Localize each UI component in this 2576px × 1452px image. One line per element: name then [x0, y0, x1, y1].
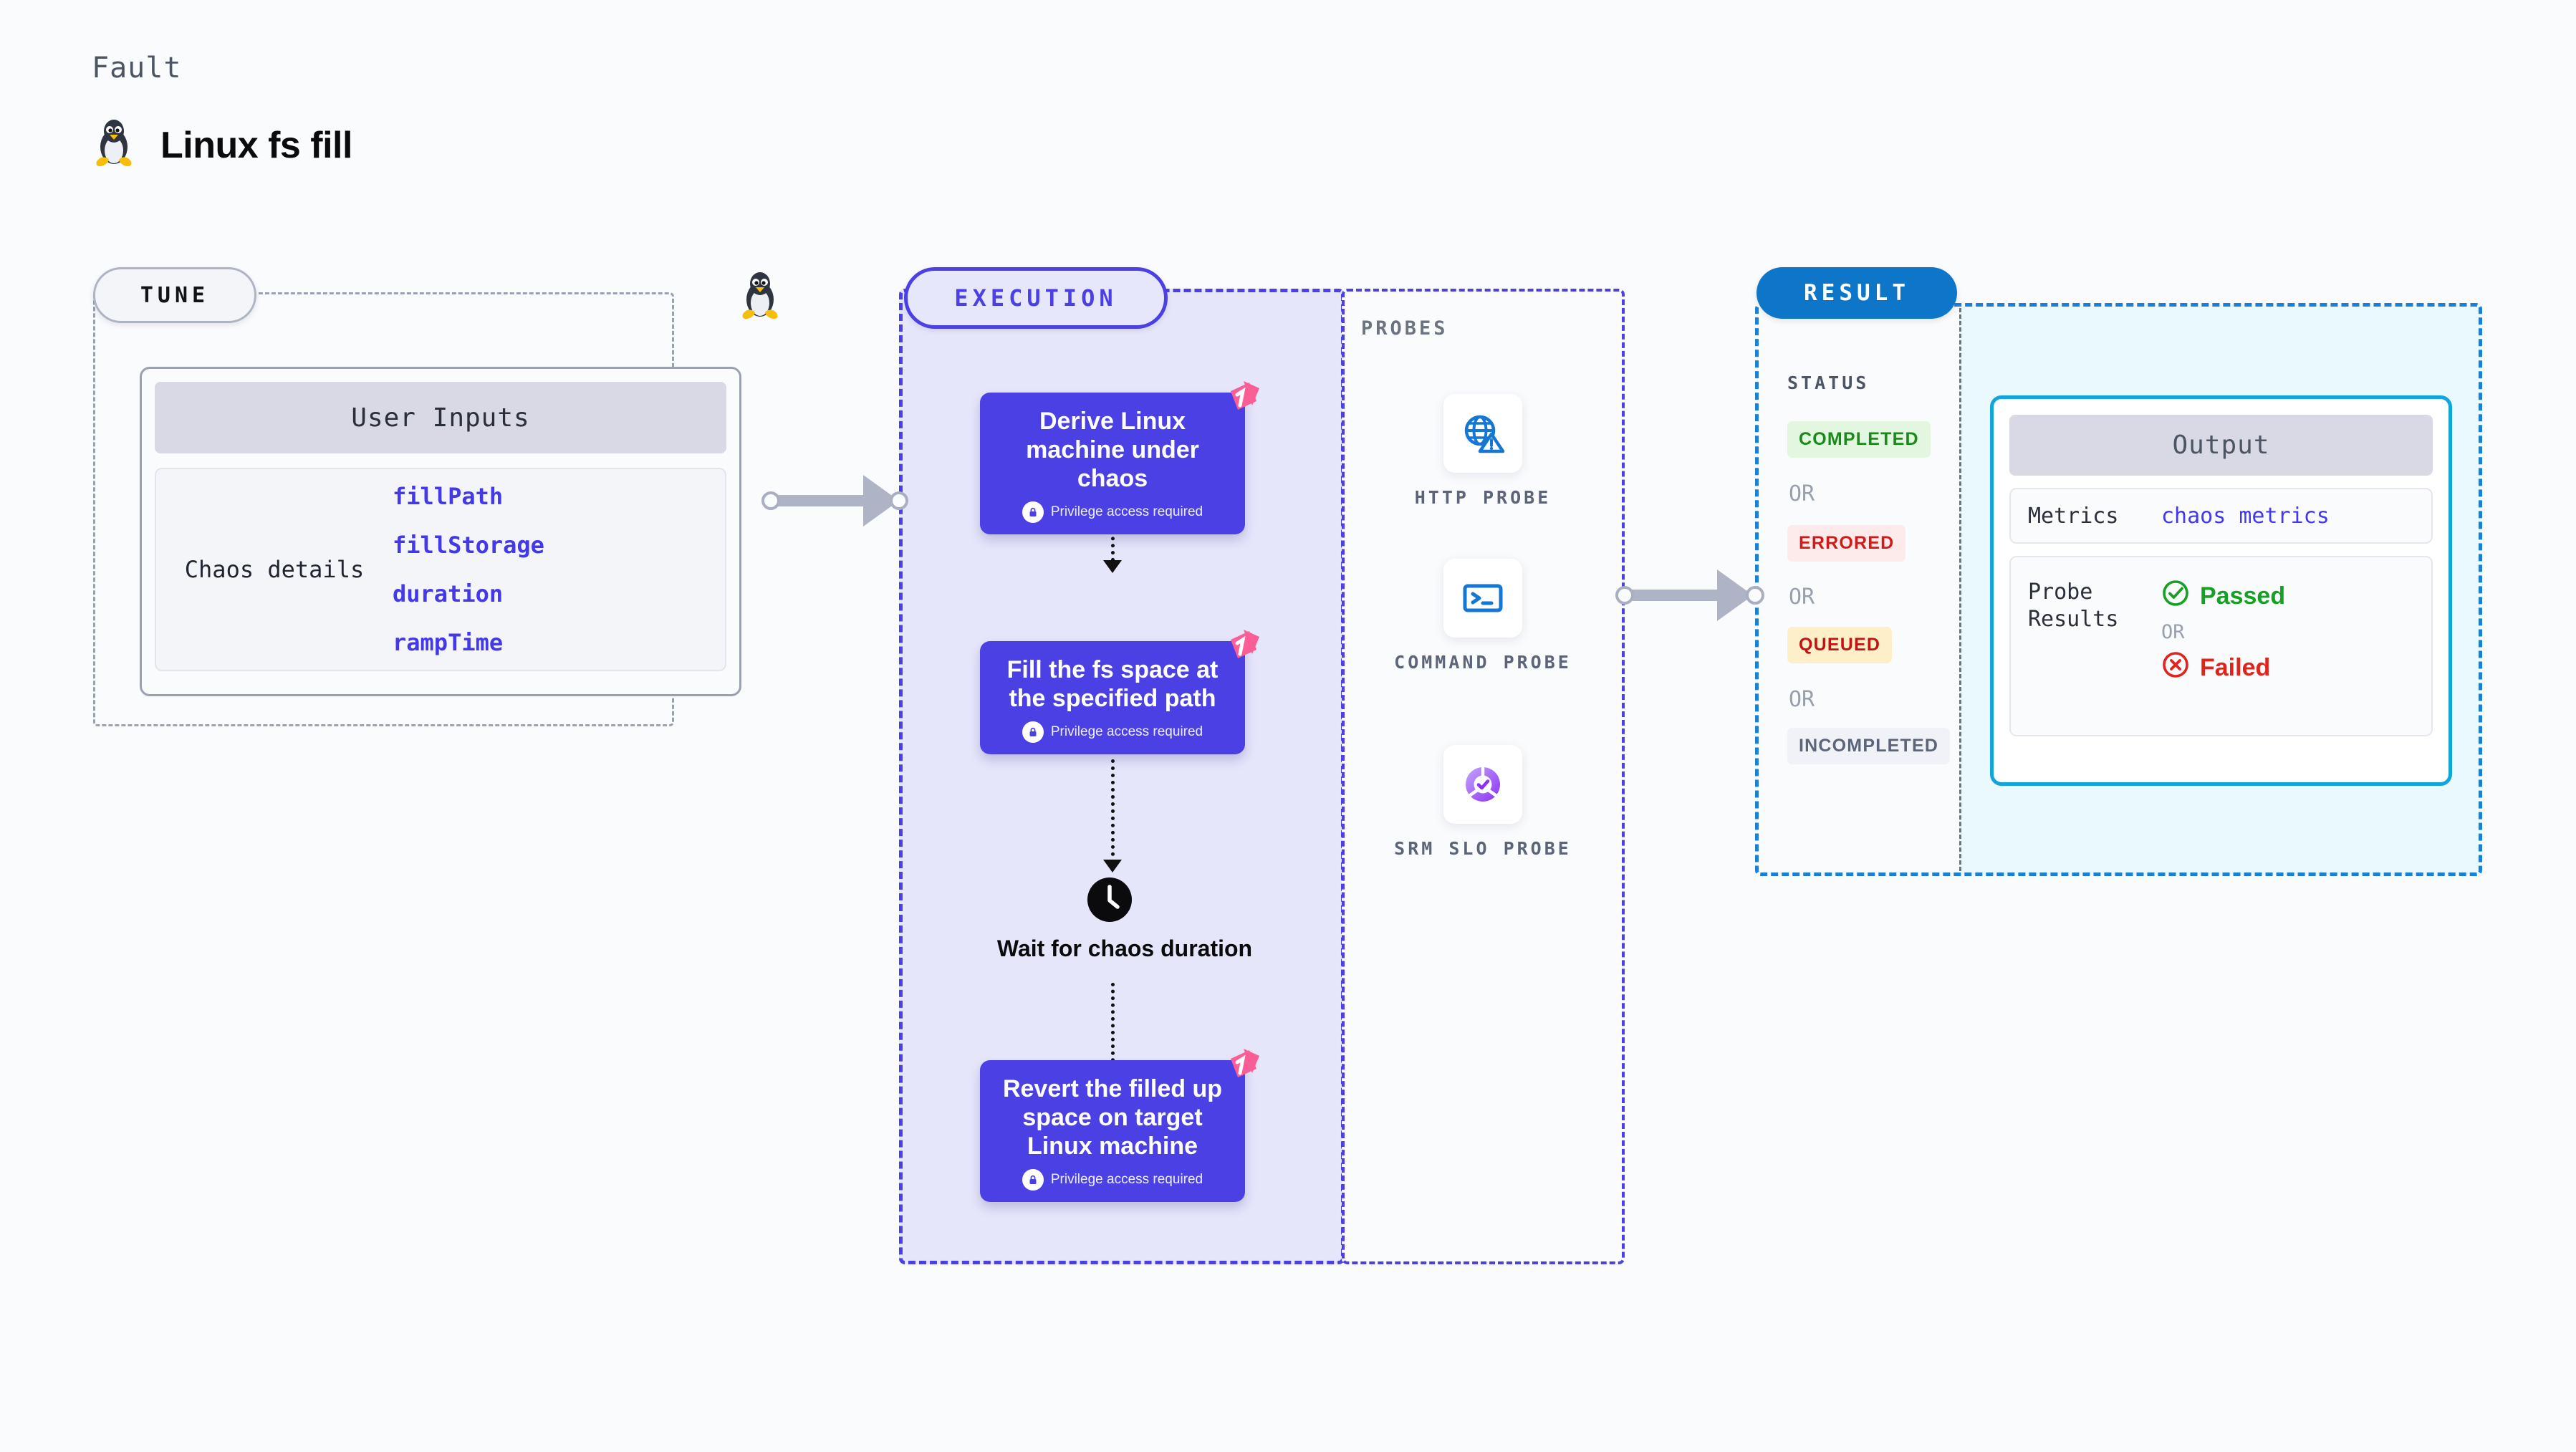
- execution-step-label: Revert the filled up space on target Lin…: [1002, 1075, 1223, 1160]
- probe-item-srm-slo[interactable]: SRM SLO PROBE: [1393, 745, 1572, 861]
- chaos-param-ramptime[interactable]: rampTime: [393, 629, 504, 656]
- execution-step-label: Derive Linux machine under chaos: [1026, 408, 1199, 493]
- tune-stage-pill[interactable]: TUNE: [93, 267, 256, 323]
- connector-dot-exec-in: [890, 491, 908, 510]
- x-circle-icon: [2161, 650, 2190, 686]
- probe-label: HTTP PROBE: [1414, 487, 1552, 508]
- globe-warning-icon: [1443, 394, 1522, 473]
- lock-icon: [1022, 721, 1044, 744]
- status-or-2: OR: [1789, 585, 1815, 610]
- connector-dot-result-in: [1746, 586, 1764, 605]
- connector-dot-tune-out: [761, 491, 780, 510]
- connector-dot-probes-out: [1615, 586, 1634, 605]
- execution-step-label: Wait for chaos duration: [996, 936, 1253, 961]
- chaos-details-label: Chaos details: [184, 556, 365, 583]
- chaos-details-block: Chaos details fillPath fillStorage durat…: [155, 468, 726, 671]
- probe-result-passed: Passed: [2161, 579, 2285, 614]
- status-badge-completed: COMPLETED: [1787, 421, 1931, 458]
- terminal-icon: [1443, 559, 1522, 638]
- probe-label: COMMAND PROBE: [1394, 652, 1572, 673]
- user-inputs-title: User Inputs: [155, 382, 726, 453]
- lock-icon: [1022, 501, 1044, 524]
- connector-shaft-tune-exec: [777, 495, 869, 506]
- status-badge-queued: QUEUED: [1787, 627, 1893, 663]
- connector-shaft-probes-result: [1631, 590, 1723, 601]
- status-or-3: OR: [1789, 687, 1815, 712]
- output-probe-key: Probe Results: [2028, 580, 2119, 633]
- result-stage-pill[interactable]: RESULT: [1756, 267, 1957, 319]
- privilege-note-text: Privilege access required: [1050, 504, 1203, 520]
- output-card: Output Metrics chaos metrics Probe Resul…: [1990, 395, 2452, 786]
- probe-result-or: OR: [2161, 621, 2185, 643]
- chaos-param-fillpath[interactable]: fillPath: [393, 483, 504, 510]
- execution-step-card[interactable]: Derive Linux machine under chaos Privile…: [980, 381, 1259, 535]
- check-circle-icon: [2161, 579, 2190, 614]
- privilege-note: Privilege access required: [993, 501, 1232, 524]
- probe-result-failed-label: Failed: [2200, 654, 2271, 681]
- fault-kicker: Fault: [92, 52, 182, 85]
- probe-item-command[interactable]: COMMAND PROBE: [1393, 559, 1572, 675]
- output-metrics-row: Metrics chaos metrics: [2009, 488, 2433, 544]
- status-label: STATUS: [1787, 372, 1870, 393]
- page-title: Linux fs fill: [92, 118, 352, 172]
- execution-flow-line: [1111, 509, 1115, 562]
- chaos-params-list: fillPath fillStorage duration rampTime: [393, 483, 544, 656]
- execution-stage-pill[interactable]: EXECUTION: [904, 267, 1168, 329]
- privilege-note: Privilege access required: [993, 1169, 1232, 1191]
- probe-label: SRM SLO PROBE: [1394, 838, 1572, 859]
- execution-flow-line: [1111, 759, 1115, 863]
- execution-step-card[interactable]: Revert the filled up space on target Lin…: [980, 1049, 1259, 1203]
- execution-step-card[interactable]: Fill the fs space at the specified path …: [980, 630, 1259, 755]
- probe-item-http[interactable]: HTTP PROBE: [1393, 394, 1572, 510]
- clock-icon: [1087, 878, 1132, 922]
- status-or-1: OR: [1789, 481, 1815, 506]
- probe-result-passed-label: Passed: [2200, 582, 2286, 610]
- execution-step-label: Fill the fs space at the specified path: [1006, 656, 1219, 713]
- linux-penguin-icon: [738, 271, 782, 329]
- execution-flow-arrow: [1103, 860, 1122, 872]
- probe-result-failed: Failed: [2161, 650, 2285, 686]
- slo-donut-check-icon: [1443, 745, 1522, 824]
- output-metrics-value[interactable]: chaos metrics: [2161, 503, 2330, 529]
- chaos-param-duration[interactable]: duration: [393, 580, 504, 607]
- output-probe-values: Passed OR Failed: [2161, 579, 2285, 686]
- execution-flow-arrow: [1103, 560, 1122, 573]
- privilege-note-text: Privilege access required: [1050, 1172, 1203, 1188]
- status-badge-incompleted: INCOMPLETED: [1787, 728, 1951, 764]
- litmus-flag-icon: [1216, 375, 1264, 423]
- status-badge-errored: ERRORED: [1787, 525, 1906, 562]
- linux-penguin-icon: [92, 118, 136, 172]
- lock-icon: [1022, 1169, 1044, 1191]
- output-probe-results-row: Probe Results Passed OR Failed: [2009, 556, 2433, 736]
- litmus-flag-icon: [1216, 624, 1264, 671]
- user-inputs-card: User Inputs Chaos details fillPath fillS…: [140, 367, 741, 696]
- output-metrics-key: Metrics: [2028, 503, 2119, 529]
- execution-flow-line: [1111, 983, 1115, 1069]
- page-title-text: Linux fs fill: [160, 124, 352, 166]
- litmus-flag-icon: [1216, 1043, 1264, 1090]
- privilege-note-text: Privilege access required: [1050, 724, 1203, 740]
- chaos-param-fillstorage[interactable]: fillStorage: [393, 532, 544, 559]
- output-title: Output: [2009, 415, 2433, 476]
- privilege-note: Privilege access required: [993, 721, 1232, 744]
- probes-title: PROBES: [1361, 317, 1448, 340]
- result-column-divider: [1959, 308, 1961, 871]
